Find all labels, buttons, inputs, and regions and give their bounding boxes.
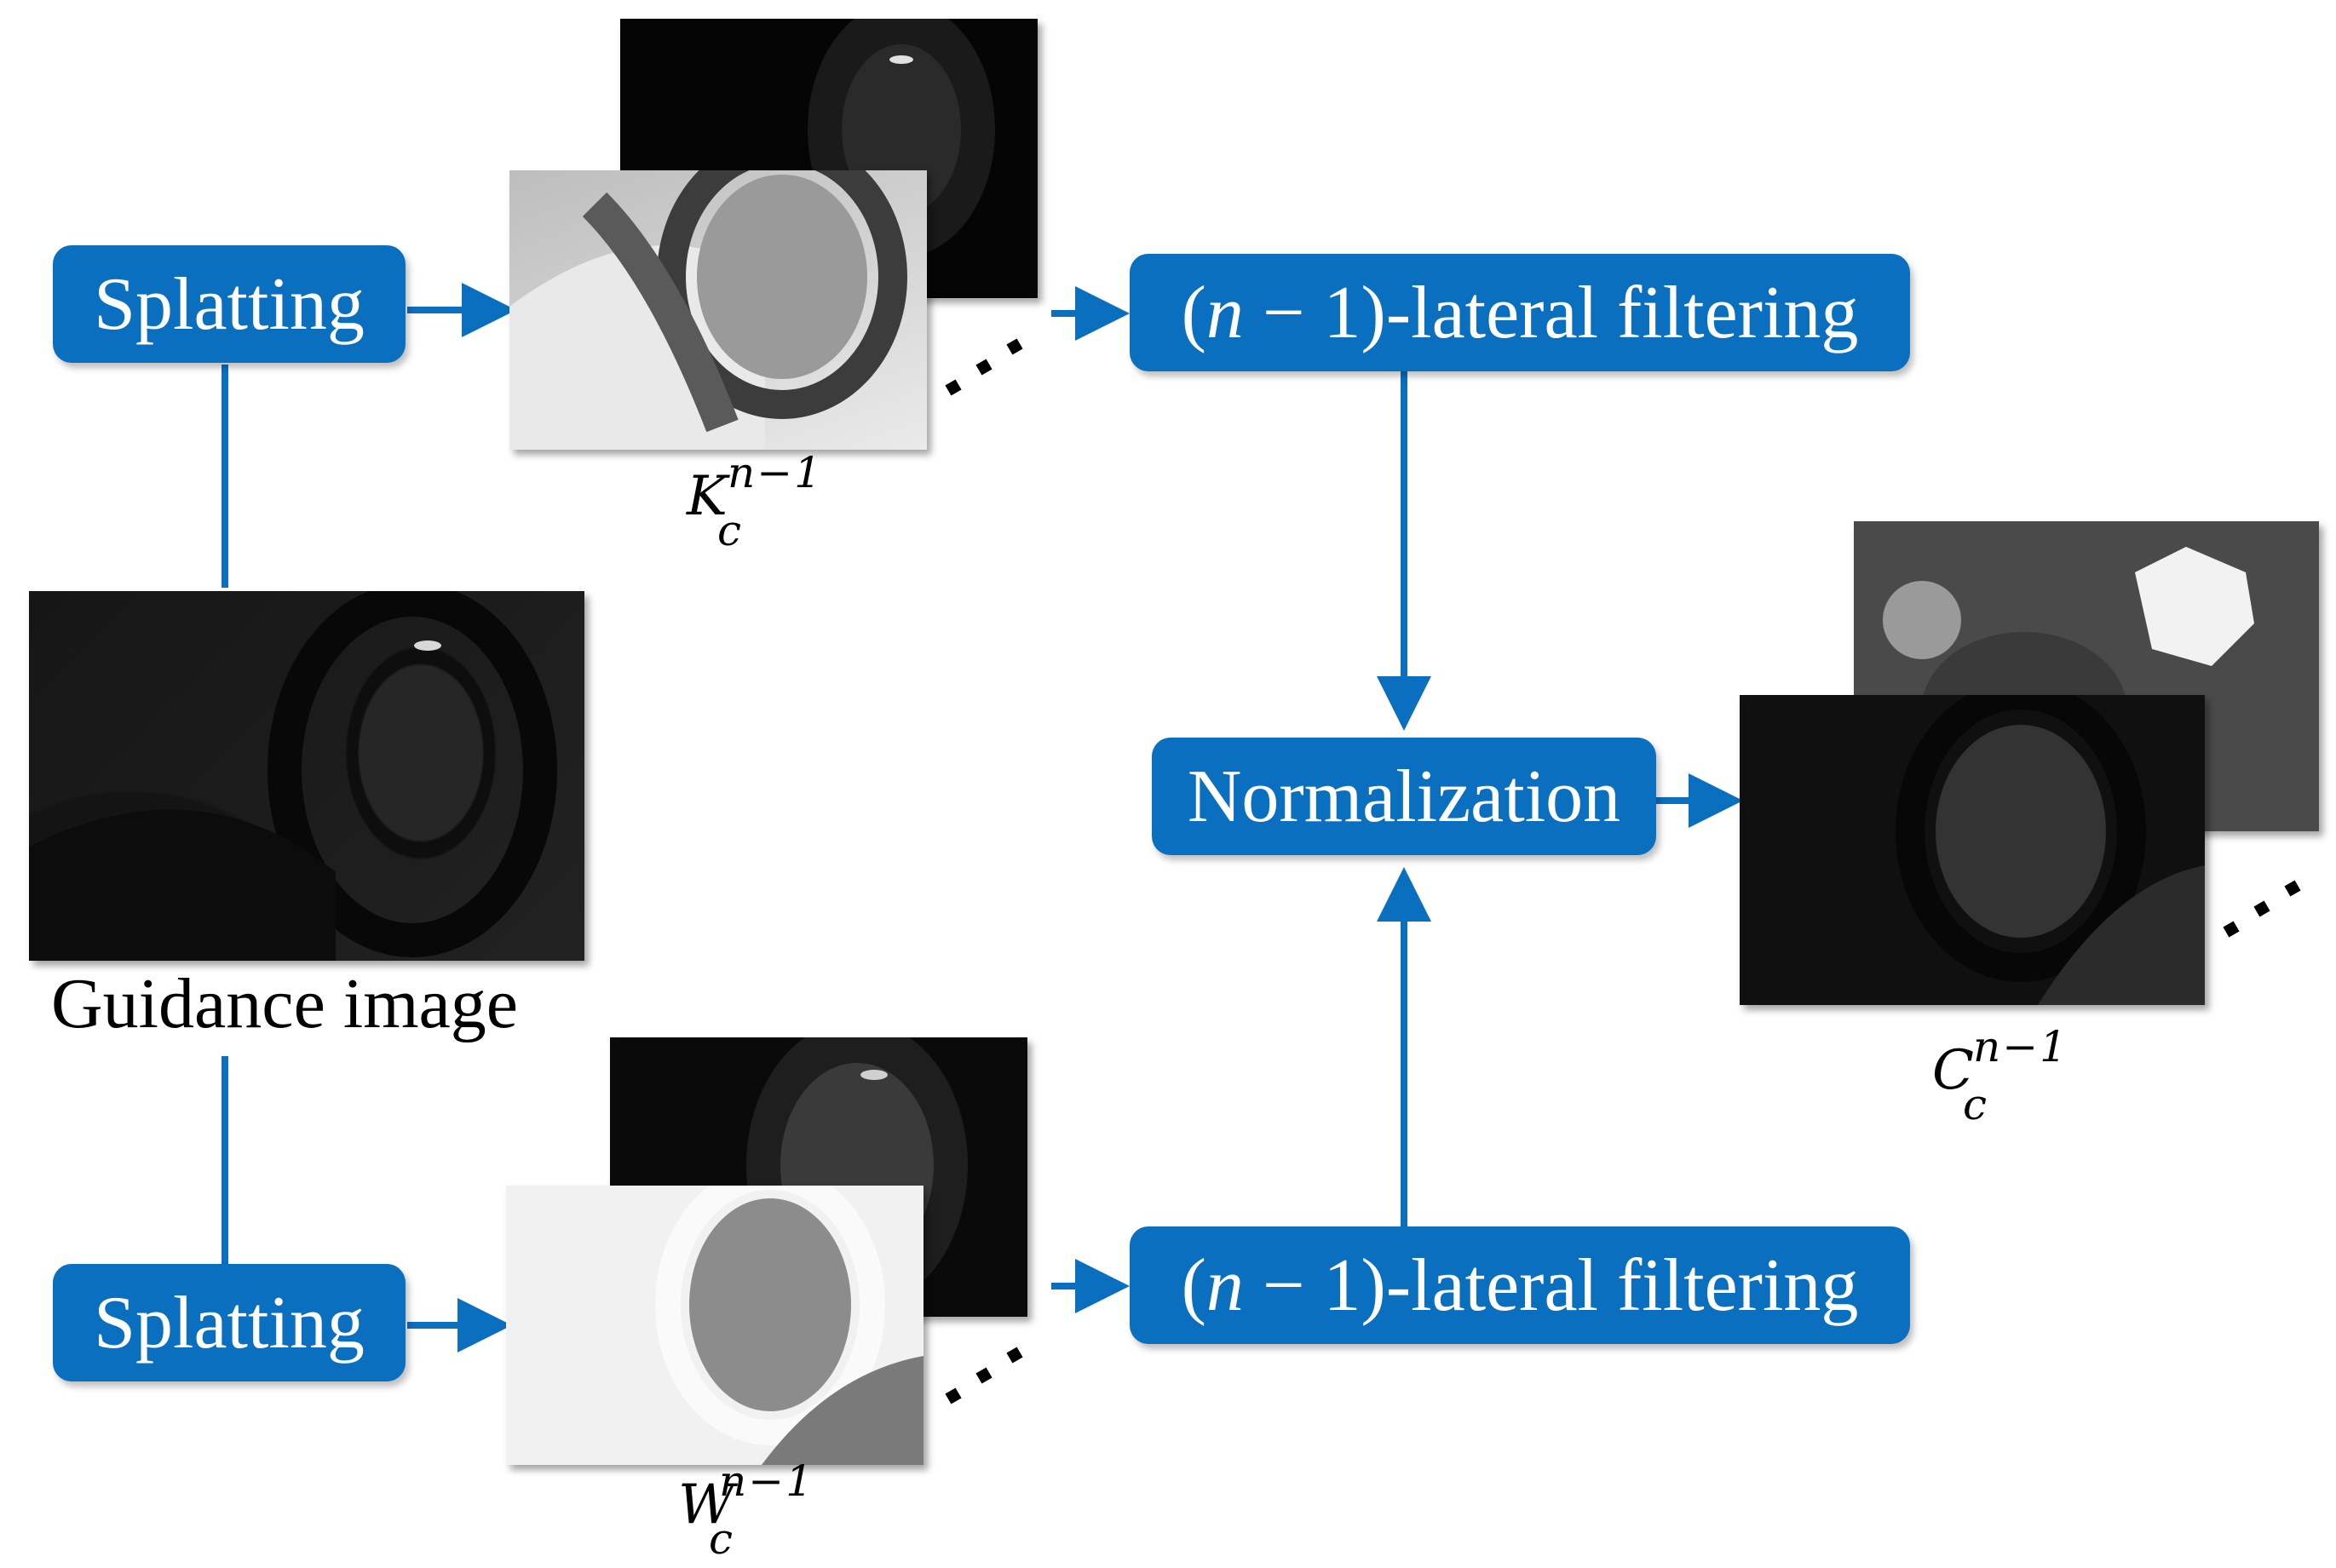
output-ellipsis <box>2223 880 2301 938</box>
top-ellipsis <box>945 338 1023 396</box>
splatting-top-box: Splatting <box>53 245 406 363</box>
w-label-sup: n−1 <box>719 1456 814 1506</box>
c-front-image <box>1740 695 2205 1005</box>
w-label: W c n−1 <box>678 1456 813 1564</box>
c-label-sup: n−1 <box>1973 1022 2068 1071</box>
c-label: C c n−1 <box>1932 1022 2067 1129</box>
lateral-filtering-top-label: (n − 1)-lateral filtering <box>1181 271 1859 354</box>
n-variable: n <box>1205 271 1244 354</box>
n-variable: n <box>1205 1243 1244 1327</box>
c-label-base: C <box>1932 1039 1974 1102</box>
lateral-filtering-bottom-text: − 1)-lateral filtering <box>1243 1243 1859 1327</box>
normalization-label: Normalization <box>1187 755 1621 838</box>
guidance-image-shape <box>29 591 557 961</box>
splatting-top-label: Splatting <box>94 262 365 346</box>
k-front-image <box>509 170 927 450</box>
splatting-bottom-box: Splatting <box>53 1264 406 1381</box>
k-label: K c n−1 <box>687 448 821 555</box>
k-label-base: K <box>687 465 728 528</box>
c-front-shape <box>1896 695 2205 1005</box>
k-label-sup: n−1 <box>728 448 823 497</box>
k-label-sub: c <box>717 506 742 555</box>
k-front-shape <box>509 170 907 450</box>
lateral-filtering-bottom-box: (n − 1)-lateral filtering <box>1130 1226 1910 1344</box>
normalization-box: Normalization <box>1152 738 1656 855</box>
w-label-base: W <box>678 1473 734 1536</box>
lateral-filtering-top-box: (n − 1)-lateral filtering <box>1130 254 1910 371</box>
lateral-filtering-bottom-label: (n − 1)-lateral filtering <box>1181 1243 1859 1327</box>
lateral-filtering-top-text: − 1)-lateral filtering <box>1243 271 1859 354</box>
w-front-image <box>506 1186 923 1465</box>
splatting-bottom-label: Splatting <box>94 1281 365 1364</box>
c-label-sub: c <box>1963 1080 1988 1129</box>
w-front-shape <box>655 1186 923 1465</box>
guidance-image <box>29 591 584 961</box>
guidance-caption: Guidance image <box>51 964 519 1043</box>
bottom-ellipsis <box>945 1347 1023 1404</box>
w-label-sub: c <box>709 1514 734 1564</box>
